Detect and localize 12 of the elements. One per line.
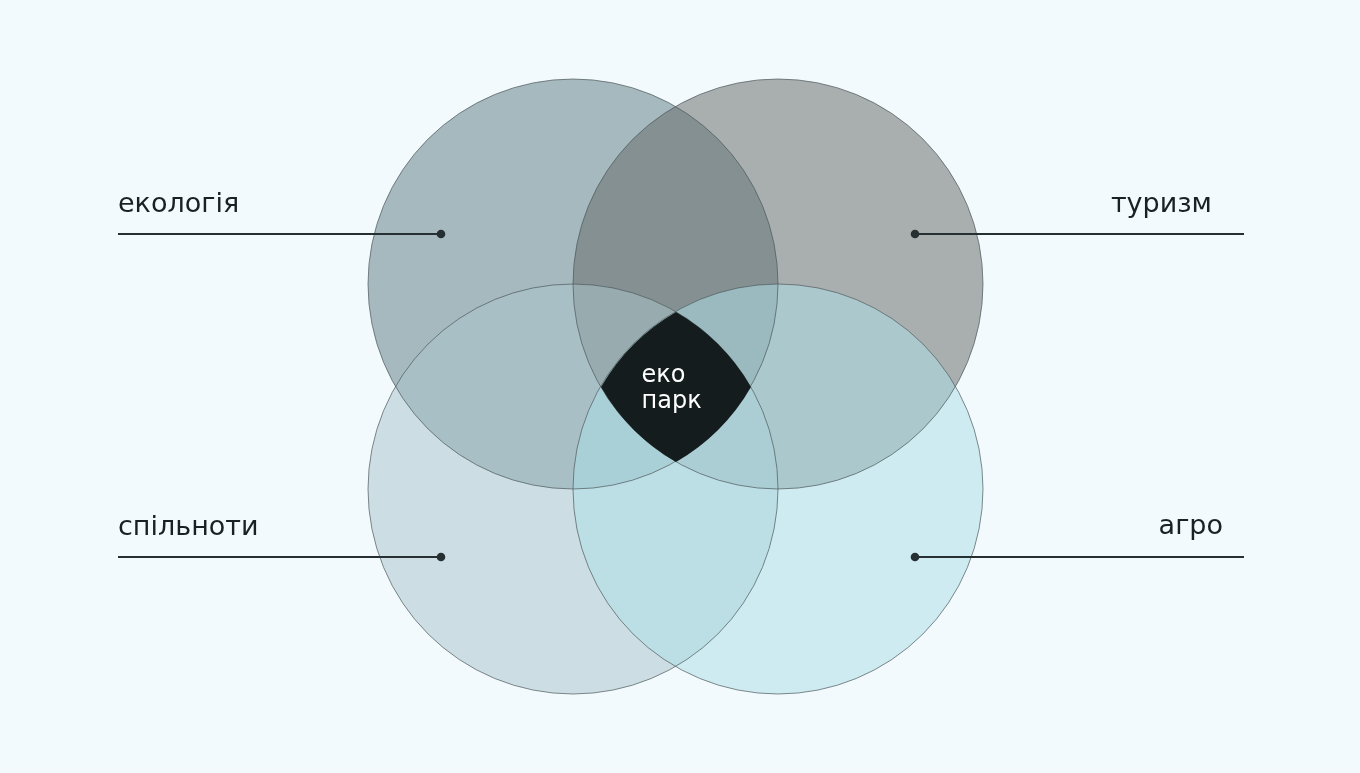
category-label: агро xyxy=(1158,509,1244,557)
category-label: екологія xyxy=(118,187,240,234)
leader-line xyxy=(910,552,1245,562)
leader-line xyxy=(117,552,446,562)
venn-circle xyxy=(368,79,778,489)
category-label: спільноти xyxy=(118,510,259,557)
center-intersection xyxy=(600,311,751,462)
venn-circle xyxy=(573,284,983,694)
center-label: еко парк xyxy=(640,360,703,413)
leader-line xyxy=(910,229,1245,239)
category-label: туризм xyxy=(1110,187,1244,234)
leader-line xyxy=(117,229,446,239)
